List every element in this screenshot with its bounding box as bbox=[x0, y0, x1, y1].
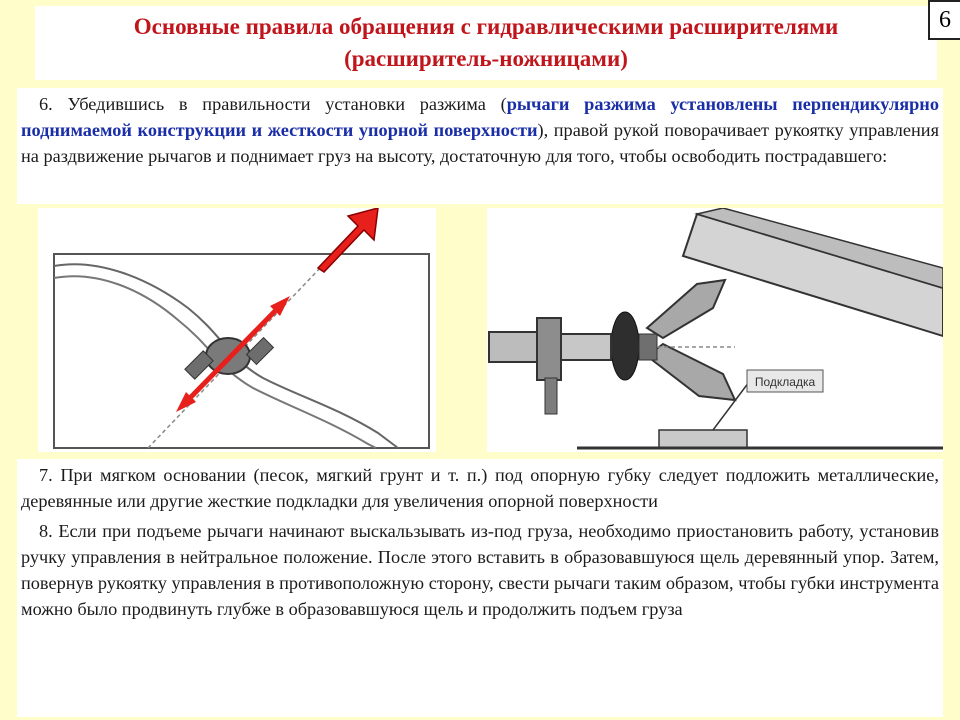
spreader-lifting-drawing: Подкладка bbox=[488, 208, 943, 450]
spreader-illustration-left bbox=[38, 208, 436, 452]
spreader-illustration-right: Подкладка bbox=[487, 208, 943, 452]
spreader-crack-drawing bbox=[53, 208, 430, 449]
step6-paragraph: 6. Убедившись в правильности установки р… bbox=[21, 91, 939, 169]
title-banner: Основные правила обращения с гидравличес… bbox=[35, 6, 937, 80]
step7-paragraph: 7. При мягком основании (песок, мягкий г… bbox=[21, 465, 939, 511]
step6-rest: ), правой рукой поворачивает рукоятку уп… bbox=[21, 120, 939, 166]
slide-title-line2: (расширитель-ножницами) bbox=[344, 46, 628, 71]
step8-paragraph: 8. Если при подъеме рычаги начинают выск… bbox=[21, 521, 939, 619]
slide-title-line1: Основные правила обращения с гидравличес… bbox=[133, 14, 839, 39]
step6-highlight: рычаги разжима установлены перпендикуляр… bbox=[21, 94, 939, 140]
pad-label: Подкладка bbox=[755, 375, 816, 389]
step6-text-box: 6. Убедившись в правильности установки р… bbox=[17, 88, 943, 204]
step6-intro: 6. Убедившись в правильности установки р… bbox=[39, 94, 507, 114]
page-number: 6 bbox=[928, 0, 960, 40]
steps-7-8-text-box: 7. При мягком основании (песок, мягкий г… bbox=[17, 459, 943, 717]
